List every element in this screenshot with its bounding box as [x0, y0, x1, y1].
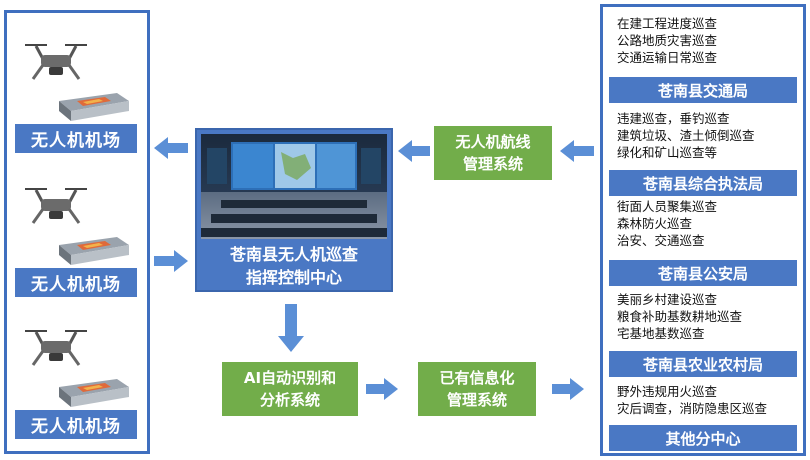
- task-item: 公路地质灾害巡查: [617, 33, 718, 48]
- control-room-image: [201, 134, 387, 239]
- hangar-icon: [59, 379, 129, 407]
- info-system-line2: 管理系统: [446, 391, 507, 409]
- ai-system-line2: 分析系统: [259, 391, 320, 409]
- task-item: 在建工程进度巡查: [617, 16, 718, 31]
- task-item: 绿化和矿山巡查等: [617, 145, 718, 160]
- route-system-line2: 管理系统: [462, 155, 523, 173]
- task-item: 森林防火巡查: [617, 216, 693, 231]
- task-item: 治安、交通巡查: [617, 233, 705, 248]
- arrow-icon: [398, 140, 430, 162]
- drone-icon: [25, 188, 87, 224]
- command-center: 苍南县无人机巡查 指挥控制中心: [195, 128, 393, 292]
- department-tasks: 野外违规用火巡查 灾后调查，消防隐患区巡查: [617, 383, 767, 417]
- task-item: 街面人员聚集巡查: [617, 199, 718, 214]
- task-item: 建筑垃圾、渣土倾倒巡查: [617, 128, 755, 143]
- route-management-system: 无人机航线 管理系统: [434, 126, 552, 180]
- arrow-icon: [560, 140, 594, 162]
- arrow-icon: [154, 250, 188, 272]
- drone-icon: [25, 330, 87, 366]
- task-item: 美丽乡村建设巡查: [617, 292, 718, 307]
- airport-3: 无人机机场: [15, 319, 137, 439]
- departments-panel: 在建工程进度巡查 公路地质灾害巡查 交通运输日常巡查 苍南县交通局 违建巡查，垂…: [600, 4, 806, 456]
- department-tasks: 街面人员聚集巡查 森林防火巡查 治安、交通巡查: [617, 198, 717, 249]
- task-item: 宅基地基数巡查: [617, 326, 705, 341]
- arrow-icon: [278, 304, 304, 352]
- command-center-title: 苍南县无人机巡查 指挥控制中心: [197, 241, 391, 291]
- airport-panel: 无人机机场 无人机机场: [4, 10, 150, 454]
- route-system-line1: 无人机航线: [455, 133, 531, 151]
- airport-label: 无人机机场: [15, 124, 137, 153]
- airport-label: 无人机机场: [15, 268, 137, 297]
- hangar-icon: [59, 93, 129, 121]
- task-item: 交通运输日常巡查: [617, 50, 718, 65]
- department-name: 苍南县交通局: [609, 77, 797, 103]
- drone-icon: [25, 44, 87, 80]
- arrow-icon: [366, 378, 398, 400]
- department-name: 苍南县综合执法局: [609, 170, 797, 196]
- task-item: 粮食补助基数耕地巡查: [617, 309, 743, 324]
- department-tasks: 违建巡查，垂钓巡查 建筑垃圾、渣土倾倒巡查 绿化和矿山巡查等: [617, 110, 755, 161]
- department-tasks: 美丽乡村建设巡查 粮食补助基数耕地巡查 宅基地基数巡查: [617, 291, 742, 342]
- task-item: 违建巡查，垂钓巡查: [617, 111, 730, 126]
- task-item: 野外违规用火巡查: [617, 384, 718, 399]
- command-center-title-line2: 指挥控制中心: [245, 268, 342, 287]
- info-management-system: 已有信息化 管理系统: [418, 362, 536, 416]
- ai-recognition-system: AI自动识别和 分析系统: [222, 362, 358, 416]
- airport-1: 无人机机场: [15, 33, 137, 153]
- task-item: 灾后调查，消防隐患区巡查: [617, 401, 768, 416]
- arrow-icon: [552, 378, 584, 400]
- airport-2: 无人机机场: [15, 177, 137, 297]
- department-name: 苍南县农业农村局: [609, 351, 797, 377]
- ai-system-line1: AI自动识别和: [243, 369, 337, 387]
- info-system-line1: 已有信息化: [439, 369, 515, 387]
- department-name: 苍南县公安局: [609, 260, 797, 286]
- department-tasks: 在建工程进度巡查 公路地质灾害巡查 交通运输日常巡查: [617, 15, 717, 66]
- department-name: 其他分中心: [609, 425, 797, 451]
- command-center-title-line1: 苍南县无人机巡查: [229, 245, 358, 264]
- hangar-icon: [59, 237, 129, 265]
- arrow-icon: [154, 137, 188, 159]
- airport-label: 无人机机场: [15, 410, 137, 439]
